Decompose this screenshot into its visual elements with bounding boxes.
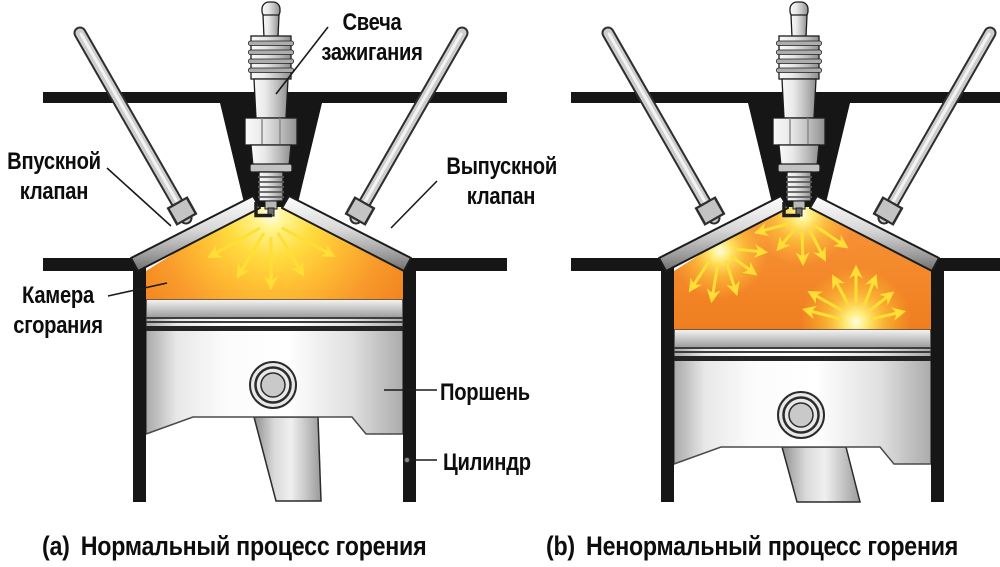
- combustion-chamber-label-line1: Камера: [22, 282, 94, 309]
- caption-b-text: Ненормальный процесс горения: [586, 531, 959, 561]
- engine-a: [43, 2, 507, 502]
- exhaust-valve-leader: [390, 180, 438, 229]
- leader-lines: [106, 26, 438, 463]
- combustion-chamber-leader: [107, 282, 168, 297]
- exhaust-valve-label-line2: клапан: [466, 183, 536, 210]
- connecting-rod-a: [253, 416, 322, 502]
- caption-a-prefix: (a): [42, 531, 70, 561]
- cylinder-leader-dot: [404, 457, 410, 463]
- caption-a: (a) Нормальный процесс горения: [42, 531, 427, 562]
- spark-plug-leader: [275, 26, 329, 95]
- caption-a-text: Нормальный процесс горения: [80, 531, 427, 561]
- flame-front-arrows-a: [207, 226, 336, 291]
- intake-valve-label-line2: клапан: [19, 178, 89, 205]
- combustion-chamber-a: [146, 205, 403, 300]
- flame-front-arrows-b: [688, 221, 907, 321]
- intake-valve-leader: [106, 167, 172, 227]
- intake-valve-label: Впускной клапан: [6, 147, 102, 207]
- caption-b-prefix: (b): [546, 531, 575, 561]
- piston-b: [672, 328, 933, 466]
- combustion-chamber-label: Камера сгорания: [10, 281, 106, 341]
- caption-b: (b) Ненормальный процесс горения: [546, 531, 958, 562]
- piston-a: [144, 298, 405, 436]
- exhaust-valve-label: Выпускной клапан: [446, 152, 557, 212]
- combustion-chamber-label-line2: сгорания: [13, 312, 103, 339]
- intake-valve-label-line1: Впускной: [7, 148, 101, 175]
- spark-plug-label-line2: зажигания: [321, 39, 423, 66]
- engine-b: [571, 2, 1000, 502]
- spark-plug-label-line1: Свеча: [342, 9, 402, 36]
- spark-plug-label: Свеча зажигания: [313, 8, 431, 68]
- piston-label: Поршень: [440, 379, 530, 406]
- cylinder-label: Цилиндр: [443, 449, 531, 476]
- connecting-rod-b: [781, 446, 861, 503]
- exhaust-valve-label-line1: Выпускной: [446, 153, 557, 180]
